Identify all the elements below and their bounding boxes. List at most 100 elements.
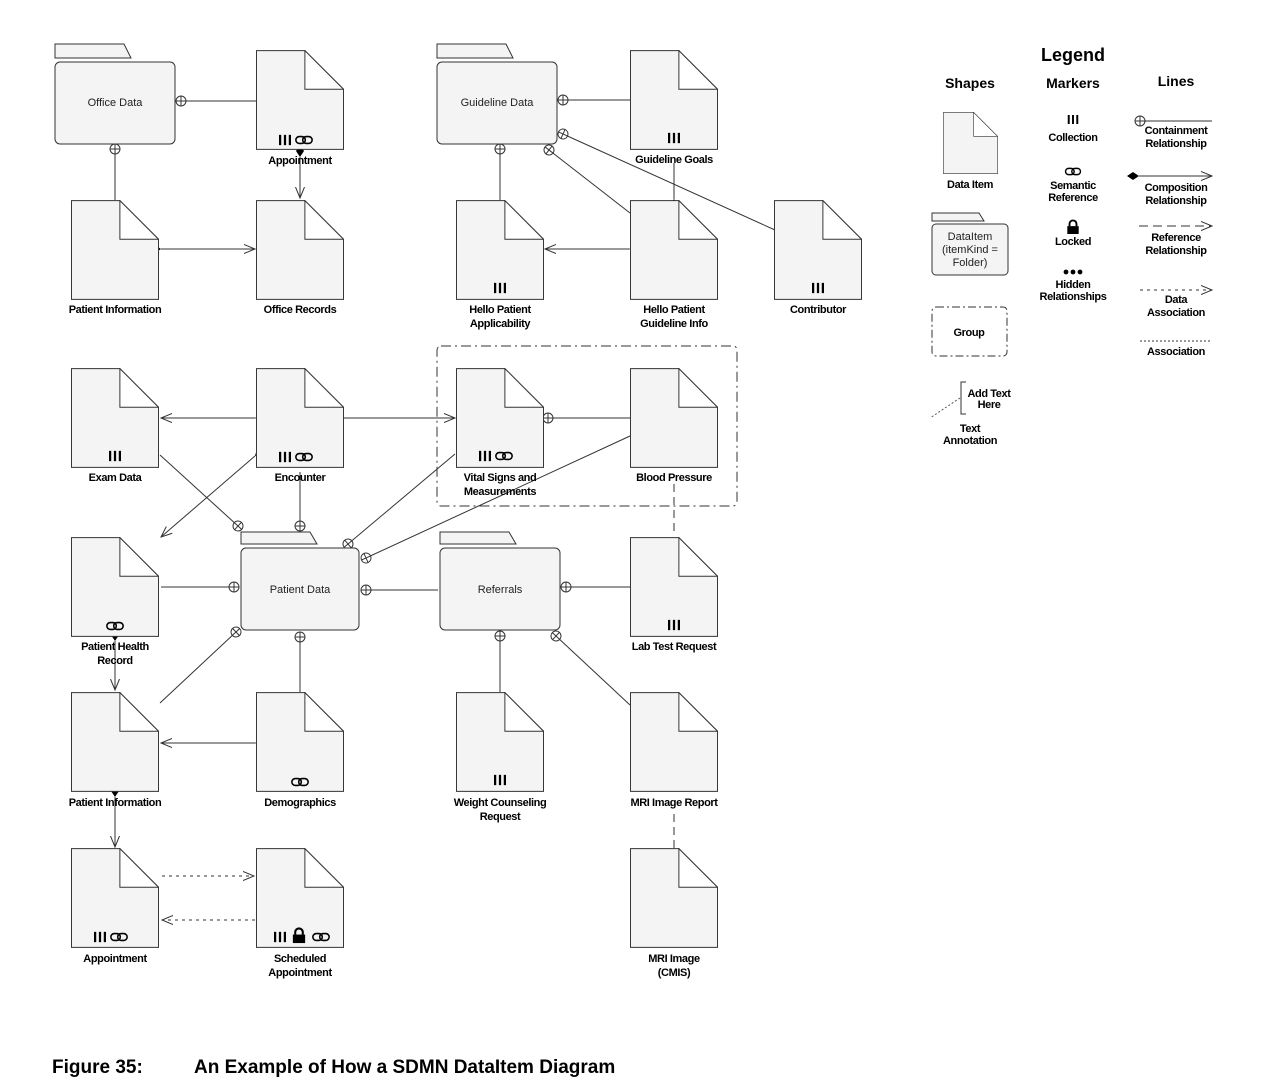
- legend-lines-header: Lines: [1158, 73, 1195, 89]
- legend-title: Legend: [1041, 45, 1105, 65]
- folder-guideline-data[interactable]: Guideline Data: [436, 43, 558, 145]
- legend: Legend Shapes Markers Lines Data Item Da…: [929, 45, 1212, 447]
- legend-reference-label: Reference: [1151, 232, 1201, 244]
- legend-shapes-header: Shapes: [945, 75, 995, 91]
- folder-office-data[interactable]: Office Data: [54, 43, 176, 145]
- legend-composition-label: Relationship: [1145, 195, 1207, 207]
- data-item-guideline-goals[interactable]: Guideline Goals: [630, 50, 718, 166]
- data-item-encounter[interactable]: Encounter: [256, 368, 344, 484]
- legend-data-item-shape: [943, 112, 998, 174]
- legend-semantic-reference-icon: [1064, 167, 1082, 176]
- collection-icon: [109, 450, 121, 462]
- item-label: Encounter: [275, 472, 327, 484]
- connector: [360, 435, 631, 564]
- item-label: Blood Pressure: [636, 472, 712, 484]
- item-label: Appointment: [83, 953, 147, 965]
- legend-markers-header: Markers: [1046, 75, 1100, 91]
- legend-annotation-text: Here: [978, 399, 1001, 411]
- legend-folder-label: DataItem: [948, 231, 993, 243]
- legend-containment-label: Containment: [1145, 125, 1209, 137]
- legend-folder-label: Folder): [953, 257, 988, 269]
- item-label: Scheduled: [274, 953, 326, 965]
- connectors: [109, 94, 776, 920]
- data-item-patient-information[interactable]: Patient Information: [69, 200, 162, 316]
- legend-collection-label: Collection: [1048, 132, 1098, 144]
- legend-folder-label: (itemKind =: [942, 244, 998, 256]
- collection-icon: [279, 134, 291, 146]
- connector: [159, 454, 244, 532]
- legend-annotation-label: Annotation: [943, 435, 998, 447]
- legend-collection-icon: [1067, 115, 1079, 124]
- data-item-weight-counseling-request[interactable]: Weight Counseling Request: [454, 692, 547, 823]
- data-item-patient-health-record[interactable]: Patient Health Record: [71, 537, 159, 667]
- connector: [550, 630, 631, 706]
- data-item-hello-patient-applicability[interactable]: Hello Patient Applicability: [456, 200, 544, 330]
- legend-lock-icon: [1066, 219, 1080, 235]
- data-item-appointment[interactable]: Appointment: [71, 848, 159, 965]
- item-label: Vital Signs and: [464, 472, 537, 484]
- data-item-exam-data[interactable]: Exam Data: [71, 368, 159, 484]
- item-label: Record: [97, 655, 133, 667]
- legend-semantic-label: Reference: [1048, 192, 1098, 204]
- legend-locked-label: Locked: [1055, 236, 1091, 248]
- connector: [342, 453, 456, 550]
- item-label: Guideline Goals: [635, 154, 713, 166]
- item-label: MRI Image: [648, 953, 700, 965]
- folder-referrals[interactable]: Referrals: [439, 531, 561, 631]
- collection-icon: [668, 132, 680, 144]
- figure-number: Figure 35:: [52, 1057, 143, 1078]
- item-label: Guideline Info: [640, 318, 708, 330]
- folder-label: Office Data: [88, 97, 144, 109]
- item-label: (CMIS): [658, 967, 691, 979]
- connector: [161, 456, 255, 537]
- collection-icon: [274, 931, 286, 943]
- legend-containment-label: Relationship: [1145, 138, 1207, 150]
- data-item-demographics[interactable]: Demographics: [256, 692, 344, 809]
- item-label: Exam Data: [89, 472, 143, 484]
- legend-association-label: Association: [1147, 346, 1206, 358]
- connector: [543, 144, 631, 214]
- item-label: Patient Health: [81, 641, 149, 653]
- data-item-appointment[interactable]: Appointment: [256, 50, 344, 167]
- item-label: Hello Patient: [469, 304, 531, 316]
- data-item-contributor[interactable]: Contributor: [774, 200, 862, 316]
- connector: [557, 128, 776, 231]
- data-item-vital-signs[interactable]: Vital Signs and Measurements: [456, 368, 544, 498]
- item-label: Contributor: [790, 304, 847, 316]
- data-item-hello-patient-guideline-info[interactable]: Hello Patient Guideline Info: [630, 200, 718, 330]
- folder-label: Referrals: [478, 584, 523, 596]
- legend-annotation-bracket: [960, 381, 966, 415]
- data-item-blood-pressure[interactable]: Blood Pressure: [630, 368, 718, 484]
- figure-caption: Figure 35: An Example of How a SDMN DataI…: [52, 1057, 615, 1079]
- legend-reference-label: Relationship: [1145, 245, 1207, 257]
- collection-icon: [668, 619, 680, 631]
- legend-group-shape: [931, 306, 1008, 357]
- item-label: Office Records: [264, 304, 337, 316]
- legend-annotation-line: [929, 397, 961, 419]
- group-box: [436, 345, 738, 507]
- legend-data-association-label: Data: [1165, 294, 1189, 306]
- data-item-scheduled-appointment[interactable]: Scheduled Appointment: [256, 848, 344, 979]
- legend-composition-label: Composition: [1145, 182, 1208, 194]
- legend-data-item-label: Data Item: [947, 179, 994, 191]
- item-label: Patient Information: [69, 797, 162, 809]
- data-item-mri-image[interactable]: MRI Image (CMIS): [630, 848, 718, 979]
- legend-semantic-label: Semantic: [1050, 180, 1096, 192]
- collection-icon: [94, 931, 106, 943]
- item-label: Lab Test Request: [632, 641, 717, 653]
- connector: [159, 626, 242, 704]
- item-label: Patient Information: [69, 304, 162, 316]
- item-label: Demographics: [264, 797, 336, 809]
- data-item-mri-image-report[interactable]: MRI Image Report: [630, 692, 719, 809]
- collection-icon: [812, 282, 824, 294]
- folder-patient-data[interactable]: Patient Data: [240, 531, 360, 631]
- item-label: Measurements: [464, 486, 537, 498]
- item-label: Weight Counseling: [454, 797, 547, 809]
- item-label: Hello Patient: [643, 304, 705, 316]
- collection-icon: [494, 282, 506, 294]
- data-item-office-records[interactable]: Office Records: [256, 200, 344, 316]
- data-item-patient-information[interactable]: Patient Information: [69, 692, 162, 809]
- data-item-lab-test-request[interactable]: Lab Test Request: [630, 537, 718, 653]
- figure-title: An Example of How a SDMN DataItem Diagra…: [194, 1057, 616, 1078]
- legend-ellipsis-icon: [1063, 269, 1083, 275]
